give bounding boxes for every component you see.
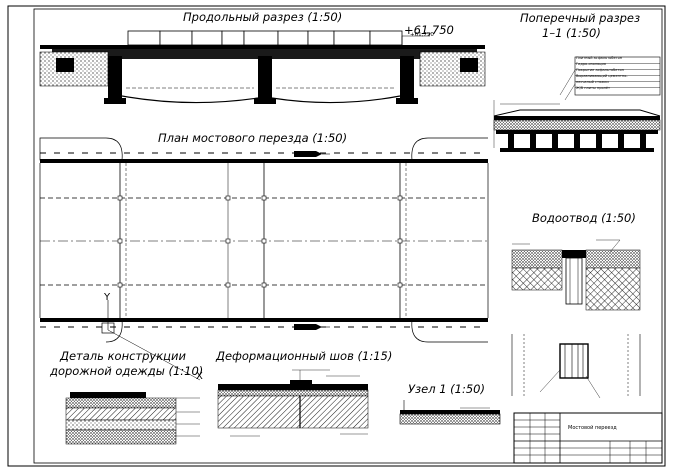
title-drainage: Водоотвод (1:50) bbox=[532, 211, 636, 225]
cross-section bbox=[493, 56, 661, 152]
title-longitudinal-section: Продольный разрез (1:50) bbox=[183, 10, 343, 24]
plan-view bbox=[39, 137, 489, 381]
node-1-detail bbox=[399, 400, 501, 425]
axis-y-label: Y bbox=[104, 292, 111, 303]
elevation-mark: +61,750 bbox=[404, 23, 454, 37]
legend-line: песчаный стяжки bbox=[576, 80, 609, 84]
stamp-document-title: Мостовой переезд bbox=[568, 425, 617, 431]
legend-line: Плитный асфальтобетон bbox=[576, 56, 623, 60]
legend-line: Ж/б плиты пролёт bbox=[576, 86, 611, 90]
title-block bbox=[513, 412, 663, 464]
cross-section-legend: Плитный асфальтобетон Гидро-изоляция Пок… bbox=[576, 56, 660, 93]
title-cross-section-line1: Поперечный разрез bbox=[520, 11, 641, 25]
title-expansion-joint: Деформационный шов (1:15) bbox=[216, 349, 393, 363]
pavement-detail bbox=[65, 392, 200, 445]
cross-girders bbox=[508, 134, 646, 148]
title-node-1: Узел 1 (1:50) bbox=[408, 382, 485, 396]
legend-line: Гидро-изоляция bbox=[576, 62, 606, 66]
longitudinal-section bbox=[39, 30, 486, 104]
elevation-label: +61,750 bbox=[410, 32, 434, 38]
plan-anchor-points bbox=[117, 195, 403, 288]
title-plan-view: План мостового перезда (1:50) bbox=[158, 131, 348, 145]
sheet-inner-frame bbox=[33, 8, 663, 464]
expansion-joint-detail bbox=[217, 369, 369, 437]
drainage-detail bbox=[511, 239, 641, 399]
title-pavement-detail-line2: дорожной одежды (1:10) bbox=[50, 364, 204, 378]
axis-x-label: X bbox=[196, 371, 203, 382]
legend-line: Выравнивающий цементно- bbox=[576, 74, 628, 78]
title-cross-section-line2: 1–1 (1:50) bbox=[542, 26, 601, 40]
legend-line: Покрытие асфальтобетон bbox=[576, 68, 624, 72]
sheet-frame bbox=[7, 5, 666, 467]
title-pavement-detail-line1: Деталь конструкции bbox=[60, 349, 186, 363]
